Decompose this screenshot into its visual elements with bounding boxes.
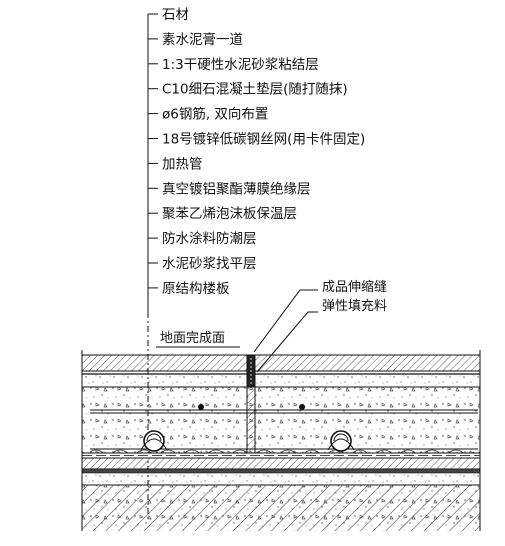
layer-label: 加热管 — [162, 156, 203, 172]
layer-label: 水泥砂浆找平层 — [162, 256, 257, 272]
layer-label: 防水涂料防潮层 — [162, 231, 257, 247]
joint-label-filler: 弹性填充料 — [322, 298, 387, 314]
section-drawing — [81, 350, 481, 531]
rebar-dot — [198, 404, 204, 410]
rebar-dot — [299, 404, 305, 410]
layer-label: 原结构楼板 — [162, 281, 230, 297]
layer-label: C10细石混凝土垫层(随打随抹) — [162, 81, 348, 98]
expansion-joint — [246, 354, 256, 453]
bonding-mortar-layer — [82, 374, 480, 387]
joint-leader-upper — [253, 289, 318, 353]
stone-layer — [81, 354, 481, 372]
joint-leader-lower — [256, 311, 318, 373]
layer-label: 聚苯乙烯泡沫板保温层 — [162, 206, 297, 222]
layer-label: 真空镀铝聚酯薄膜绝缘层 — [162, 180, 311, 197]
waterproof-coating-layer — [81, 468, 481, 474]
layer-label: ø6钢筋, 双向布置 — [162, 106, 268, 123]
joint-label-expansion: 成品伸缩缝 — [322, 279, 387, 295]
layer-label: 1:3干硬性水泥砂浆粘结层 — [162, 57, 319, 73]
levelling-mortar-layer — [82, 473, 480, 485]
structural-slab-aggregate — [82, 485, 480, 531]
heating-pipe-right — [327, 430, 355, 452]
heating-pipe-left — [140, 430, 168, 452]
layer-label: 石材 — [162, 7, 189, 23]
finish-surface-label: 地面完成面 — [160, 331, 225, 346]
leader-ticks — [148, 13, 158, 289]
concrete-screed-layer — [82, 387, 480, 453]
layer-label: 素水泥膏一道 — [162, 31, 243, 48]
layer-label: 18号镀锌低碳钢丝网(用卡件固定) — [162, 131, 365, 148]
foam-insulation-layer — [81, 457, 481, 470]
